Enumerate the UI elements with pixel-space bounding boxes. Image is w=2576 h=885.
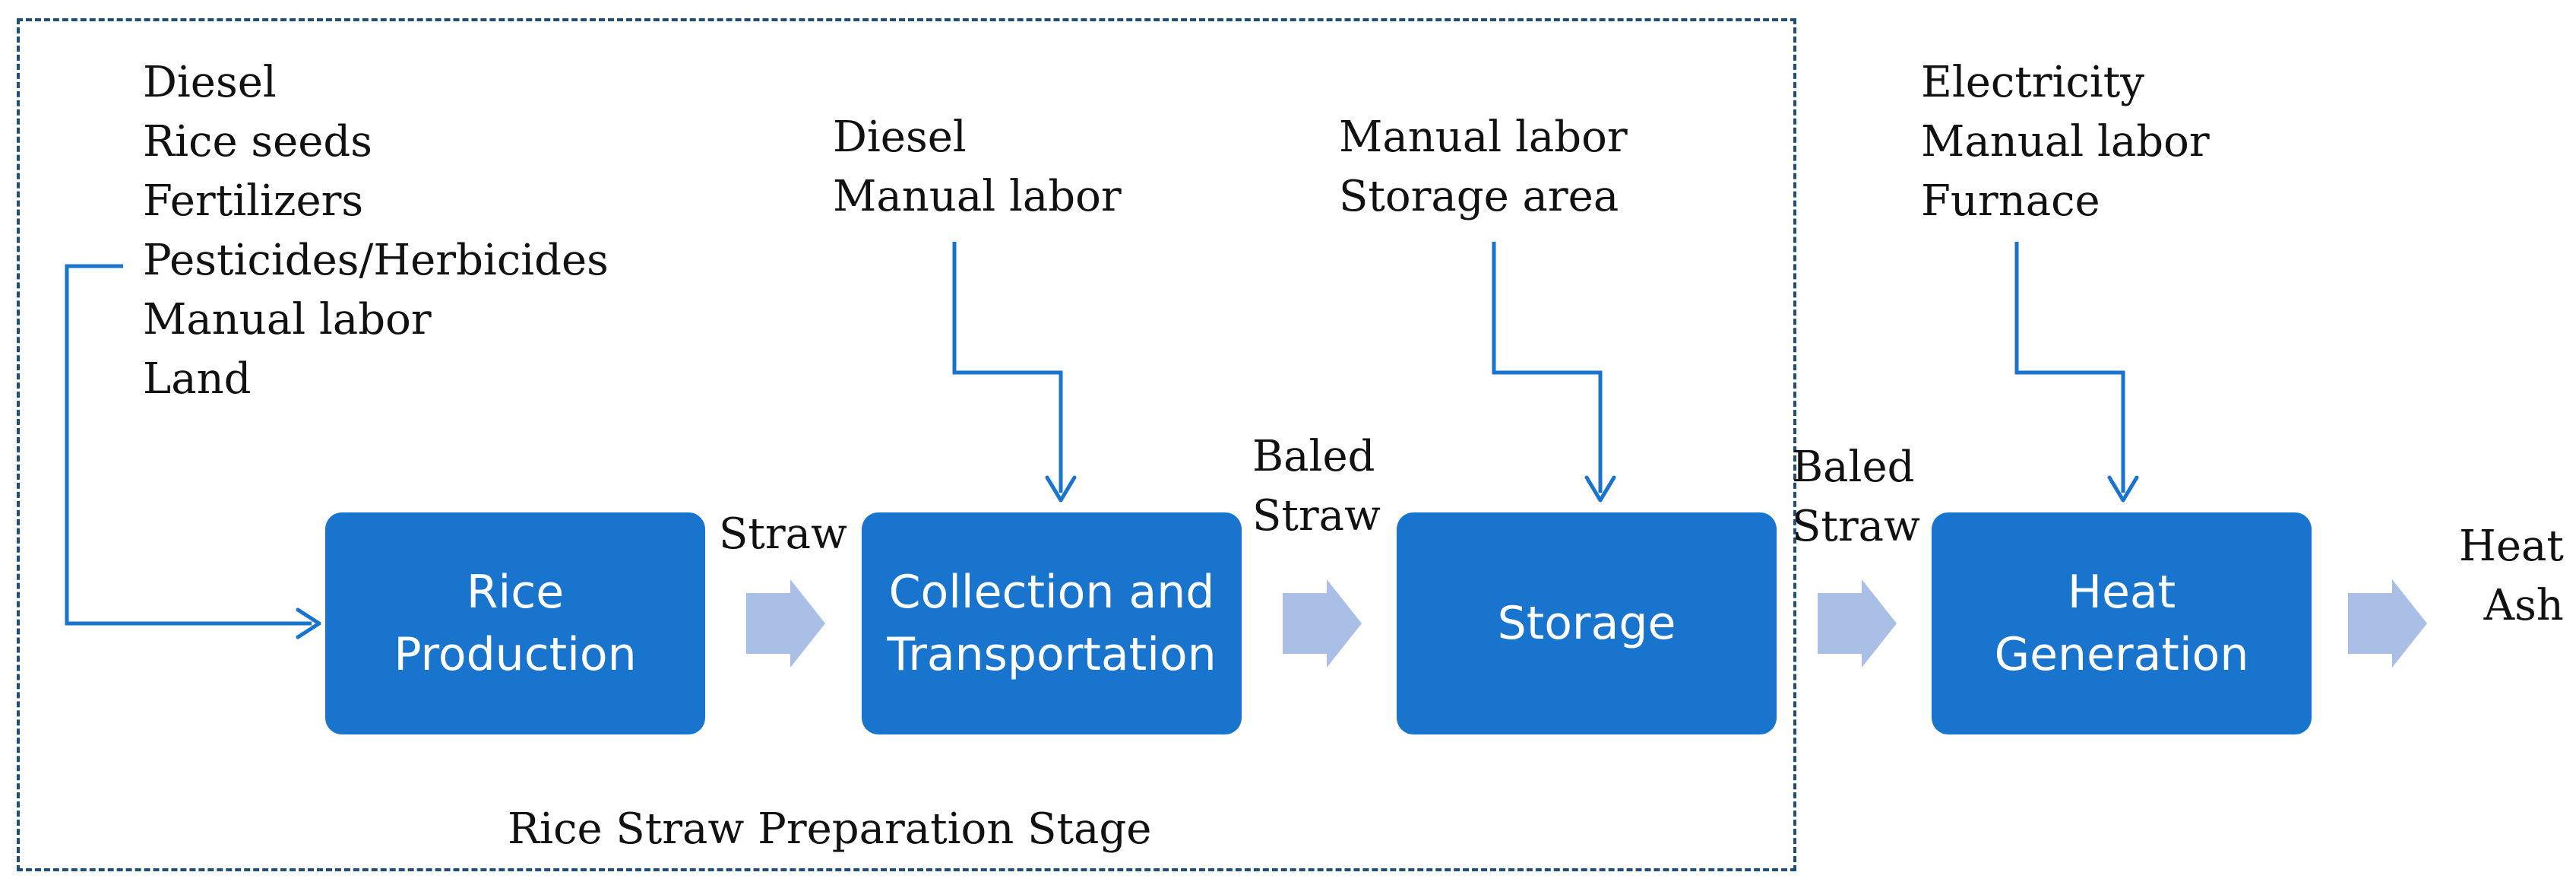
flow-arrow-baled-straw-1 xyxy=(1283,579,1362,668)
flow-arrow-output xyxy=(2348,579,2427,668)
inputs-rice-production: Diesel Rice seeds Fertilizers Pesticides… xyxy=(143,53,609,409)
input-item: Diesel xyxy=(143,58,277,107)
flow-label-output: Heat Ash xyxy=(2459,517,2564,636)
input-item: Manual labor xyxy=(1339,113,1628,162)
process-label: Generation xyxy=(1994,628,2249,681)
inputs-collection: Diesel Manual labor xyxy=(833,108,1122,227)
input-line-heat-generation xyxy=(2014,242,2125,493)
arrowhead-heat-generation xyxy=(2107,475,2139,503)
input-item: Rice seeds xyxy=(143,117,372,167)
input-item: Manual labor xyxy=(143,295,432,344)
process-storage: Storage xyxy=(1397,512,1777,734)
flow-label-straw: Straw xyxy=(719,505,847,564)
input-item: Pesticides/Herbicides xyxy=(143,236,609,285)
process-heat-generation: Heat Generation xyxy=(1932,512,2312,734)
flow-label-line: Straw xyxy=(1252,491,1381,541)
flow-label-line: Heat xyxy=(2459,522,2564,571)
input-line-rice-production xyxy=(65,264,312,626)
flow-label-line: Baled xyxy=(1792,442,1915,492)
process-rice-production: Rice Production xyxy=(325,512,705,734)
arrowhead-rice-production xyxy=(296,607,321,639)
process-label: Collection and xyxy=(888,566,1215,619)
input-line-storage xyxy=(1492,242,1603,493)
input-item: Electricity xyxy=(1921,58,2144,107)
flow-label-baled-straw-1: Baled Straw xyxy=(1252,427,1381,546)
arrowhead-storage xyxy=(1584,475,1616,503)
input-item: Diesel xyxy=(833,113,967,162)
inputs-storage: Manual labor Storage area xyxy=(1339,108,1628,227)
input-item: Manual labor xyxy=(1921,117,2210,167)
process-label: Storage xyxy=(1497,597,1676,650)
arrowhead-collection xyxy=(1045,475,1077,503)
process-label: Production xyxy=(394,628,637,681)
flow-label-baled-straw-2: Baled Straw xyxy=(1792,438,1920,557)
process-label: Transportation xyxy=(887,628,1217,681)
input-line-collection xyxy=(952,242,1063,493)
input-item: Storage area xyxy=(1339,172,1619,221)
input-item: Fertilizers xyxy=(143,176,364,226)
inputs-heat-generation: Electricity Manual labor Furnace xyxy=(1921,53,2210,231)
flow-arrow-straw xyxy=(746,579,825,668)
process-collection-transportation: Collection and Transportation xyxy=(862,512,1242,734)
preparation-stage-boundary xyxy=(17,18,1796,871)
stage-label: Rice Straw Preparation Stage xyxy=(508,804,1152,854)
flow-label-line: Baled xyxy=(1252,432,1375,481)
flow-label-line: Straw xyxy=(719,509,847,559)
process-label: Rice xyxy=(466,566,565,619)
process-label: Heat xyxy=(2067,566,2176,619)
input-item: Furnace xyxy=(1921,176,2100,226)
flow-arrow-baled-straw-2 xyxy=(1818,579,1897,668)
input-item: Manual labor xyxy=(833,172,1122,221)
flow-label-line: Ash xyxy=(2483,581,2564,630)
flow-label-line: Straw xyxy=(1792,502,1920,551)
input-item: Land xyxy=(143,354,252,404)
